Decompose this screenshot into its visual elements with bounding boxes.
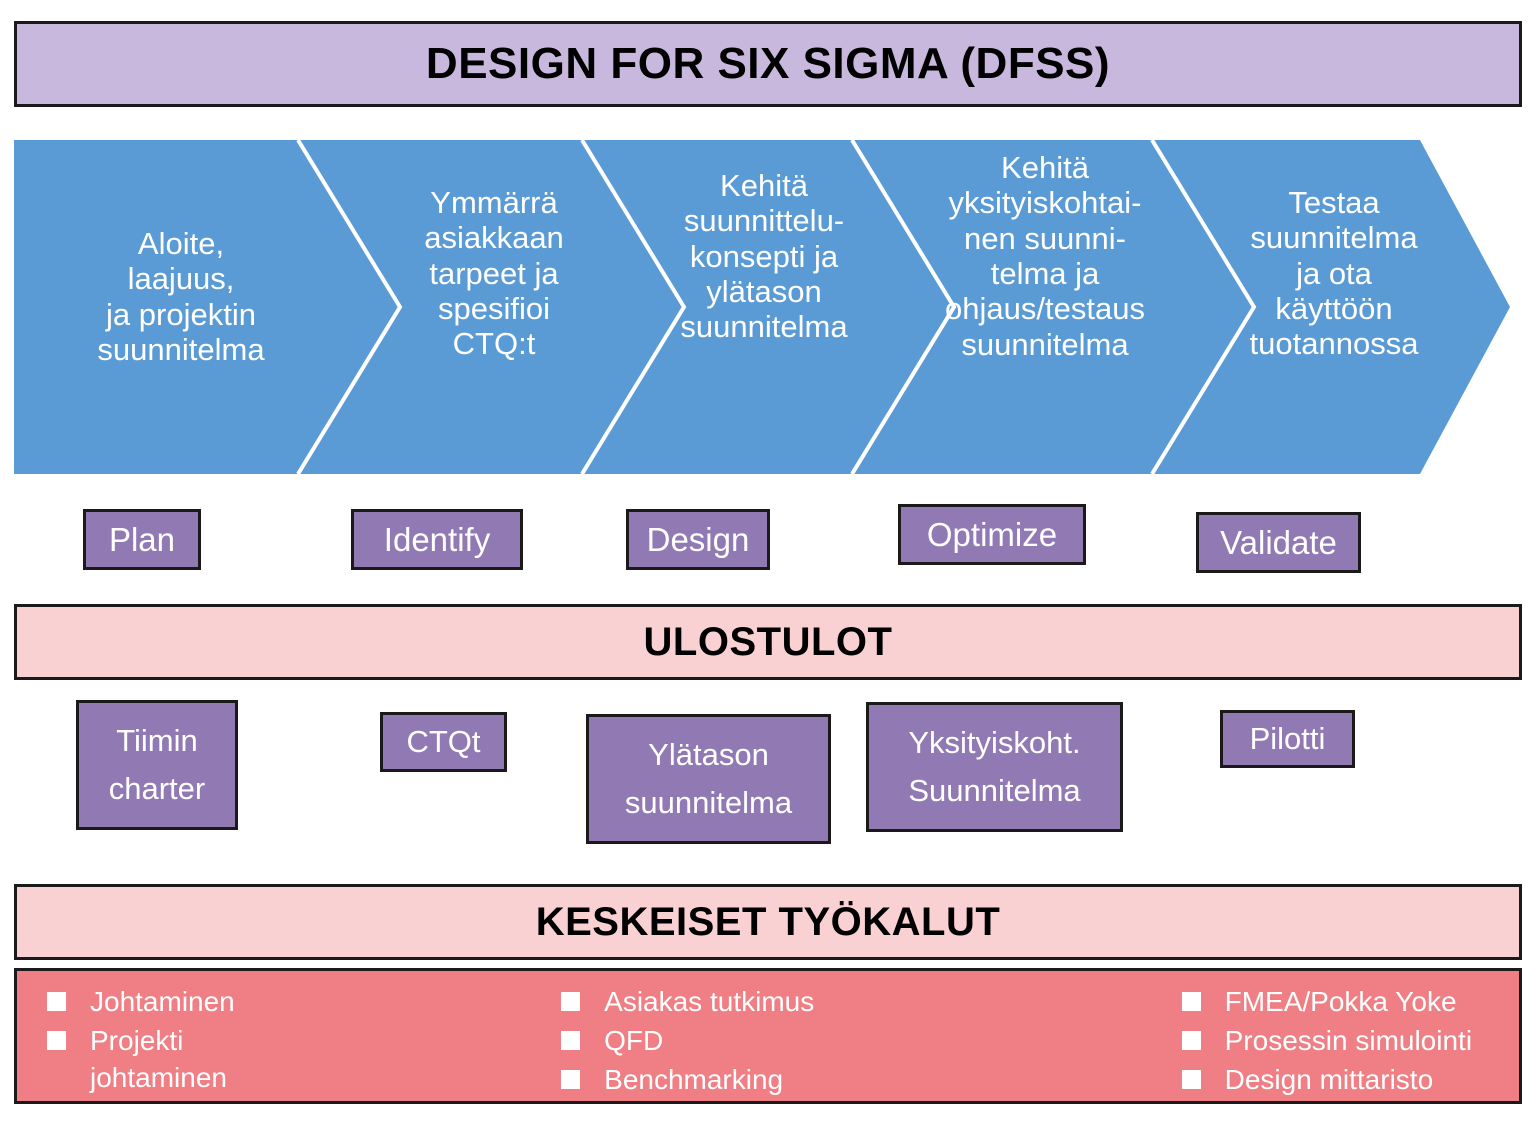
phase-box-plan[interactable]: Plan bbox=[83, 509, 201, 570]
bullet-square-icon bbox=[1181, 1030, 1201, 1050]
tool-list-item: QFD bbox=[561, 1023, 1181, 1060]
tools-section-title: KESKEISET TYÖKALUT bbox=[14, 884, 1522, 960]
bullet-square-icon bbox=[47, 1030, 66, 1050]
bullet-square-icon bbox=[1181, 992, 1201, 1011]
tool-list-item: Benchmarking bbox=[561, 1062, 1181, 1099]
output-box-pilot[interactable]: Pilotti bbox=[1220, 710, 1355, 768]
chevron-shapes bbox=[14, 140, 1510, 474]
tool-list-item: Asiakas tutkimus bbox=[561, 984, 1181, 1021]
bullet-square-icon bbox=[561, 1030, 581, 1050]
output-box-detailed-plan[interactable]: Yksityiskoht. Suunnitelma bbox=[866, 702, 1123, 832]
output-box-team-charter[interactable]: Tiimin charter bbox=[76, 700, 238, 830]
phase-box-identify[interactable]: Identify bbox=[351, 509, 523, 570]
phase-box-optimize[interactable]: Optimize bbox=[898, 504, 1086, 565]
tool-label: Johtaminen bbox=[90, 986, 235, 1017]
tool-list-item: FMEA/Pokka Yoke bbox=[1181, 984, 1519, 1021]
tool-label: Projekti johtaminen bbox=[90, 1024, 227, 1093]
tool-list-item: Design mittaristo bbox=[1181, 1062, 1519, 1099]
outputs-section-title: ULOSTULOT bbox=[14, 604, 1522, 680]
output-box-high-level-plan[interactable]: Ylätason suunnitelma bbox=[586, 714, 831, 844]
chevron-body bbox=[14, 140, 1510, 474]
tool-label: Design mittaristo bbox=[1224, 1063, 1434, 1095]
tool-label: Prosessin simulointi bbox=[1224, 1024, 1473, 1056]
tools-column-2: Asiakas tutkimus QFD Benchmarking bbox=[551, 971, 1181, 1101]
tool-list-item: Johtaminen bbox=[47, 984, 551, 1021]
tool-list-item: Projekti johtaminen bbox=[47, 1023, 551, 1097]
tool-label: Benchmarking bbox=[604, 1063, 784, 1095]
tool-label: Asiakas tutkimus bbox=[604, 986, 815, 1017]
output-box-ctqt[interactable]: CTQt bbox=[380, 712, 507, 772]
page-title: DESIGN FOR SIX SIGMA (DFSS) bbox=[14, 21, 1522, 107]
bullet-square-icon bbox=[1181, 1069, 1201, 1089]
key-tools-panel: Johtaminen Projekti johtaminen Asiakas t… bbox=[14, 968, 1522, 1104]
phase-box-design[interactable]: Design bbox=[626, 509, 770, 570]
tools-column-1: Johtaminen Projekti johtaminen bbox=[17, 971, 551, 1101]
bullet-square-icon bbox=[561, 992, 581, 1011]
tools-column-3: FMEA/Pokka Yoke Prosessin simulointi Des… bbox=[1181, 971, 1519, 1101]
chevron-dividers bbox=[296, 140, 1257, 474]
tool-list-item: Prosessin simulointi bbox=[1181, 1023, 1519, 1060]
phase-box-validate[interactable]: Validate bbox=[1196, 512, 1361, 573]
bullet-square-icon bbox=[47, 992, 66, 1011]
bullet-square-icon bbox=[561, 1069, 581, 1089]
tool-label: QFD bbox=[604, 1024, 664, 1056]
tool-label: FMEA/Pokka Yoke bbox=[1224, 986, 1457, 1017]
process-chevron-row: Aloite, laajuus, ja projektin suunnitelm… bbox=[14, 140, 1510, 474]
